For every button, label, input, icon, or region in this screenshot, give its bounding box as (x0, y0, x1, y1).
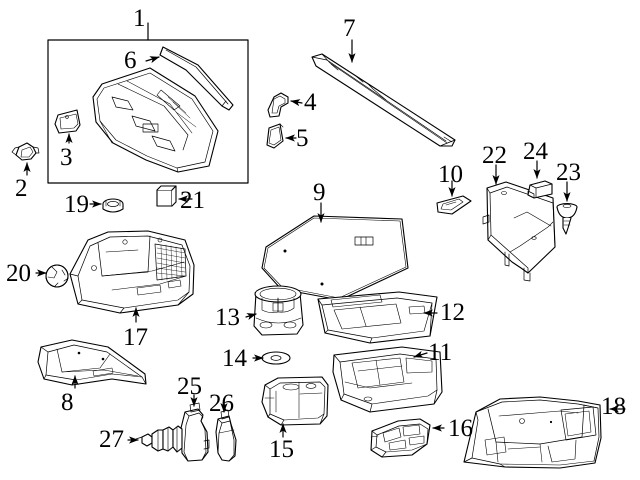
part-27-lock-cylinder-key (135, 425, 183, 453)
callout-10[interactable]: 10 (438, 161, 463, 188)
part-25-warning-triangle-holder (180, 402, 210, 462)
callout-5[interactable]: 5 (296, 125, 309, 152)
callout-20[interactable]: 20 (6, 260, 31, 287)
callout-11[interactable]: 11 (428, 339, 453, 366)
callout-24[interactable]: 24 (523, 138, 548, 165)
part-4-shelf-end-bracket (267, 92, 289, 118)
callout-27[interactable]: 27 (99, 426, 124, 453)
part-7-cargo-cover-roller-blind (311, 53, 456, 147)
callout-14[interactable]: 14 (222, 345, 247, 372)
callout-19[interactable]: 19 (64, 191, 89, 218)
callout-21[interactable]: 21 (180, 187, 205, 214)
callout-23[interactable]: 23 (556, 159, 581, 186)
part-3-speaker-grille-cover (54, 109, 81, 134)
callout-1[interactable]: 1 (133, 5, 146, 32)
part-16-tool-holder-tray (370, 418, 431, 458)
part-1-parcel-shelf (92, 67, 219, 173)
part-11-spare-tire-storage-tray (332, 346, 443, 413)
callout-3[interactable]: 3 (60, 144, 73, 171)
part-17-quarter-trim-panel-left (69, 230, 195, 314)
part-18-quarter-trim-panel-right (463, 396, 602, 469)
part-9-cargo-floor-board (261, 215, 409, 301)
callout-25[interactable]: 25 (177, 373, 202, 400)
part-20-round-trim-cap (45, 264, 69, 288)
callout-15[interactable]: 15 (269, 436, 294, 463)
callout-8[interactable]: 8 (61, 389, 74, 416)
part-26-tow-hook-cover-plug (215, 409, 237, 462)
part-15-center-console-bracket (261, 376, 329, 426)
part-8-wheelhouse-side-trim (37, 339, 147, 386)
part-22-rear-sill-trim-panel (482, 181, 556, 282)
callout-16[interactable]: 16 (448, 415, 473, 442)
part-14-sealing-washer-grommet (261, 351, 291, 365)
callout-17[interactable]: 17 (123, 324, 148, 351)
part-2-shelf-retainer-clip (11, 142, 40, 161)
callout-13[interactable]: 13 (215, 304, 240, 331)
part-21-square-blanking-plug (156, 185, 177, 207)
callout-2[interactable]: 2 (15, 175, 28, 202)
part-12-tool-tray-insert (317, 291, 438, 344)
callout-6[interactable]: 6 (124, 47, 137, 74)
callout-12[interactable]: 12 (440, 299, 465, 326)
callout-18[interactable]: 18 (601, 393, 626, 420)
part-10-trim-cover-cap (436, 195, 472, 215)
part-6-shelf-side-trim-strip (159, 46, 234, 111)
part-23-push-pin-rivet (556, 203, 578, 235)
callout-22[interactable]: 22 (482, 142, 507, 169)
callout-7[interactable]: 7 (343, 15, 356, 42)
part-19-hex-nut-fastener (102, 198, 124, 213)
callout-26[interactable]: 26 (209, 390, 234, 417)
part-5-shelf-support-wedge (266, 123, 284, 149)
part-13-cup-holder-insert (253, 285, 304, 336)
callout-9[interactable]: 9 (313, 179, 326, 206)
callout-4[interactable]: 4 (304, 89, 317, 116)
part-24-retaining-clip (527, 180, 553, 199)
